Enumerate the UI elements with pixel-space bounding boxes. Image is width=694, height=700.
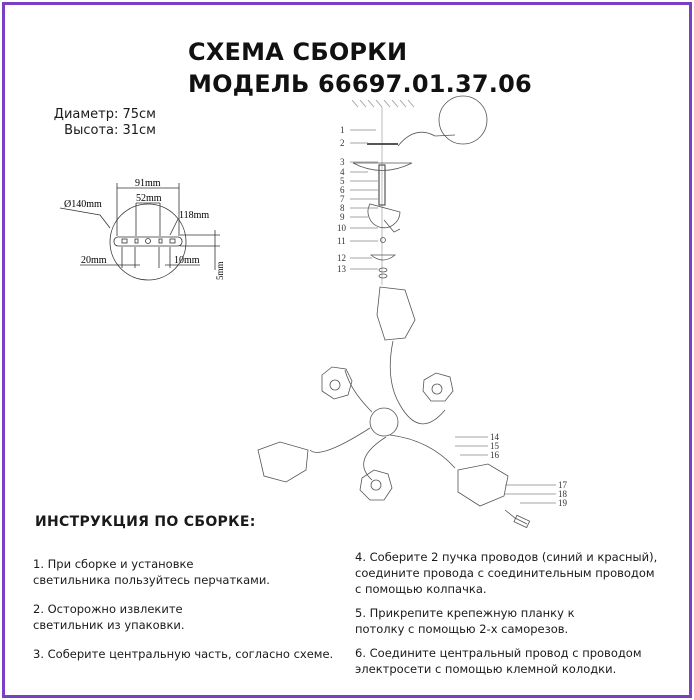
part-label: 13 (337, 264, 347, 274)
instruction-step-6: 6. Соедините центральный провод с провод… (355, 645, 642, 677)
part-label: 5 (340, 176, 345, 186)
spec-height: Высота: 31см (64, 123, 156, 138)
part-label: 6 (340, 185, 345, 195)
dim-91: 91mm (135, 178, 161, 189)
chandelier-drawing (257, 95, 556, 529)
dim-5: 5mm (215, 261, 225, 280)
step-line: с помощью колпачка. (355, 582, 487, 596)
dim-20: 20mm (81, 255, 107, 266)
step-line: 3. Соберите центральную часть, согласно … (33, 647, 334, 661)
step-line: 1. При сборке и установке (33, 557, 194, 571)
part-label: 10 (337, 223, 347, 233)
instruction-step-5: 5. Прикрепите крепежную планку к потолку… (355, 605, 575, 637)
part-label: 14 (490, 432, 500, 442)
part-label: 18 (558, 489, 568, 499)
dim-diameter: Ø140mm (64, 199, 102, 210)
part-label: 12 (337, 253, 346, 263)
step-line: 4. Соберите 2 пучка проводов (синий и кр… (355, 550, 658, 564)
step-line: 5. Прикрепите крепежную планку к (355, 606, 575, 620)
instruction-step-4: 4. Соберите 2 пучка проводов (синий и кр… (355, 549, 657, 597)
instruction-step-1: 1. При сборке и установке светильника по… (33, 556, 270, 588)
title-model: МОДЕЛЬ 66697.01.37.06 (188, 70, 532, 98)
step-line: потолку с помощью 2-х саморезов. (355, 622, 569, 636)
part-label: 1 (340, 125, 345, 135)
part-label: 11 (337, 236, 346, 246)
step-line: соедините провода с соединительным прово… (355, 566, 655, 580)
mount-plate-drawing (59, 183, 220, 281)
part-label: 16 (490, 450, 500, 460)
part-label: 2 (340, 138, 345, 148)
title-scheme: СХЕМА СБОРКИ (188, 38, 408, 66)
instructions-heading: ИНСТРУКЦИЯ ПО СБОРКЕ: (35, 514, 256, 530)
step-line: электросети с помощью клемной колодки. (355, 662, 617, 676)
part-label: 8 (340, 203, 345, 213)
dim-10: 10mm (174, 255, 200, 266)
part-label: 7 (340, 194, 345, 204)
step-line: светильник из упаковки. (33, 618, 185, 632)
part-label: 15 (490, 441, 500, 451)
part-label: 17 (558, 480, 568, 490)
part-label: 9 (340, 212, 345, 222)
step-line: 2. Осторожно извлеките (33, 602, 183, 616)
step-line: 6. Соедините центральный провод с провод… (355, 646, 642, 660)
spec-diameter: Диаметр: 75см (53, 107, 156, 122)
dim-118: 118mm (179, 210, 209, 221)
step-line: светильника пользуйтесь перчатками. (33, 573, 270, 587)
instruction-step-3: 3. Соберите центральную часть, согласно … (33, 646, 333, 662)
instruction-step-2: 2. Осторожно извлеките светильник из упа… (33, 601, 185, 633)
part-label: 3 (340, 157, 345, 167)
part-label: 19 (558, 498, 568, 508)
part-label: 4 (340, 167, 345, 177)
dim-52-label: 52mm (136, 193, 162, 204)
